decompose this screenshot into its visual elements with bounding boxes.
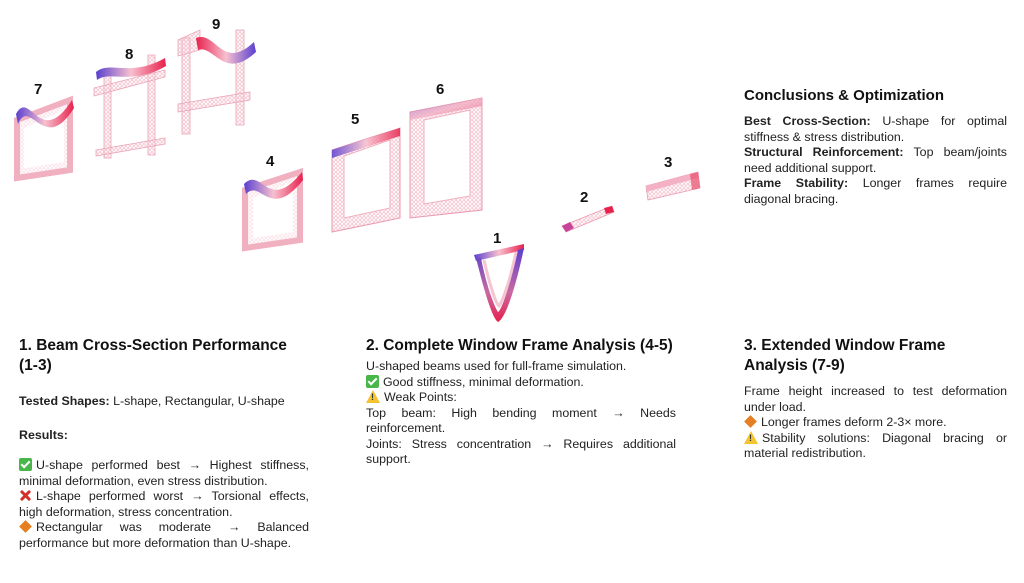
conclusions-panel: Conclusions & Optimization Best Cross-Se… xyxy=(744,86,1007,207)
model-4-frame xyxy=(242,167,303,252)
window-frame-analysis-panel: 2. Complete Window Frame Analysis (4-5) … xyxy=(366,336,676,468)
weak-text: Weak Points: xyxy=(384,390,457,404)
conclusion-text: U-shape for optimal stiffness & stress d… xyxy=(744,114,1007,144)
panel-intro: Frame height increased to test deformati… xyxy=(744,384,1007,414)
result-text: U-shape performed best → Highest stiffne… xyxy=(19,458,309,488)
model-5-frame xyxy=(331,127,401,233)
model-label-4: 4 xyxy=(266,153,275,170)
result-item: Rectangular was moderate → Balanced perf… xyxy=(19,520,309,551)
beam-cross-section-panel: 1. Beam Cross-Section Performance (1-3) … xyxy=(19,336,309,551)
tested-shapes: Tested Shapes: L-shape, Rectangular, U-s… xyxy=(19,394,309,410)
result-text: L-shape performed worst → Torsional effe… xyxy=(19,489,309,519)
model-8-extended-frame xyxy=(93,54,166,159)
extended-frame-analysis-panel: 3. Extended Window Frame Analysis (7-9) … xyxy=(744,336,1007,462)
model-1-beam xyxy=(474,244,524,322)
panel-title: 1. Beam Cross-Section Performance (1-3) xyxy=(19,337,287,374)
conclusion-label: Structural Reinforcement: xyxy=(744,145,904,159)
orange-diamond-icon xyxy=(744,415,757,428)
model-label-7: 7 xyxy=(34,81,42,98)
model-9-extended-frame xyxy=(177,29,256,135)
good-text: Good stiffness, minimal deformation. xyxy=(383,374,584,389)
conclusion-label: Frame Stability: xyxy=(744,176,849,190)
cross-icon xyxy=(19,489,32,502)
weak-point-item: Top beam: High bending moment → Needs re… xyxy=(366,405,676,436)
conclusion-label: Best Cross-Section: xyxy=(744,114,871,128)
model-label-5: 5 xyxy=(351,111,359,128)
weak-points-label: Weak Points: xyxy=(366,390,676,406)
extended-text: Longer frames deform 2-3× more. xyxy=(761,415,947,429)
extended-item: Stability solutions: Diagonal bracing or… xyxy=(744,430,1007,462)
model-label-9: 9 xyxy=(212,16,220,33)
model-label-8: 8 xyxy=(125,46,133,63)
model-label-3: 3 xyxy=(664,154,672,171)
conclusion-text: Longer frames require diagonal bracing. xyxy=(744,176,1007,206)
panel-intro: U-shaped beams used for full-frame simul… xyxy=(366,359,627,373)
warning-icon xyxy=(366,390,380,403)
extended-text: Stability solutions: Diagonal bracing or… xyxy=(744,430,1007,461)
conclusion-item: Best Cross-Section: U-shape for optimal … xyxy=(744,114,1007,145)
model-3-beam xyxy=(645,171,701,201)
tested-shapes-label: Tested Shapes xyxy=(19,394,106,408)
conclusion-item: Frame Stability: Longer frames require d… xyxy=(744,176,1007,207)
model-label-1: 1 xyxy=(493,230,501,247)
conclusions-title: Conclusions & Optimization xyxy=(744,87,945,104)
result-text: Rectangular was moderate → Balanced perf… xyxy=(19,520,309,550)
conclusion-text: Top beam/joints need additional support. xyxy=(744,145,1007,175)
result-item: L-shape performed worst → Torsional effe… xyxy=(19,489,309,520)
panel-title: 2. Complete Window Frame Analysis (4-5) xyxy=(366,337,673,354)
tested-shapes-value: L-shape, Rectangular, U-shape xyxy=(109,394,285,408)
good-item: Good stiffness, minimal deformation. xyxy=(366,374,676,391)
weak-point-item: Joints: Stress concentration → Requires … xyxy=(366,436,676,467)
orange-diamond-icon xyxy=(19,520,32,533)
panel-title: 3. Extended Window Frame Analysis (7-9) xyxy=(744,337,946,374)
model-2-beam xyxy=(561,205,615,233)
extended-item: Longer frames deform 2-3× more. xyxy=(744,415,1007,431)
model-6-frame xyxy=(409,97,483,219)
model-7-extended-frame xyxy=(14,95,74,182)
warning-icon xyxy=(744,430,758,444)
check-icon xyxy=(19,458,32,471)
result-item: U-shape performed best → Highest stiffne… xyxy=(19,458,309,489)
model-label-2: 2 xyxy=(580,189,588,206)
model-label-6: 6 xyxy=(436,81,444,98)
check-icon xyxy=(366,374,379,388)
conclusion-item: Structural Reinforcement: Top beam/joint… xyxy=(744,145,1007,176)
tested-shapes-colon: : xyxy=(105,394,110,408)
results-label: Results: xyxy=(19,427,68,442)
